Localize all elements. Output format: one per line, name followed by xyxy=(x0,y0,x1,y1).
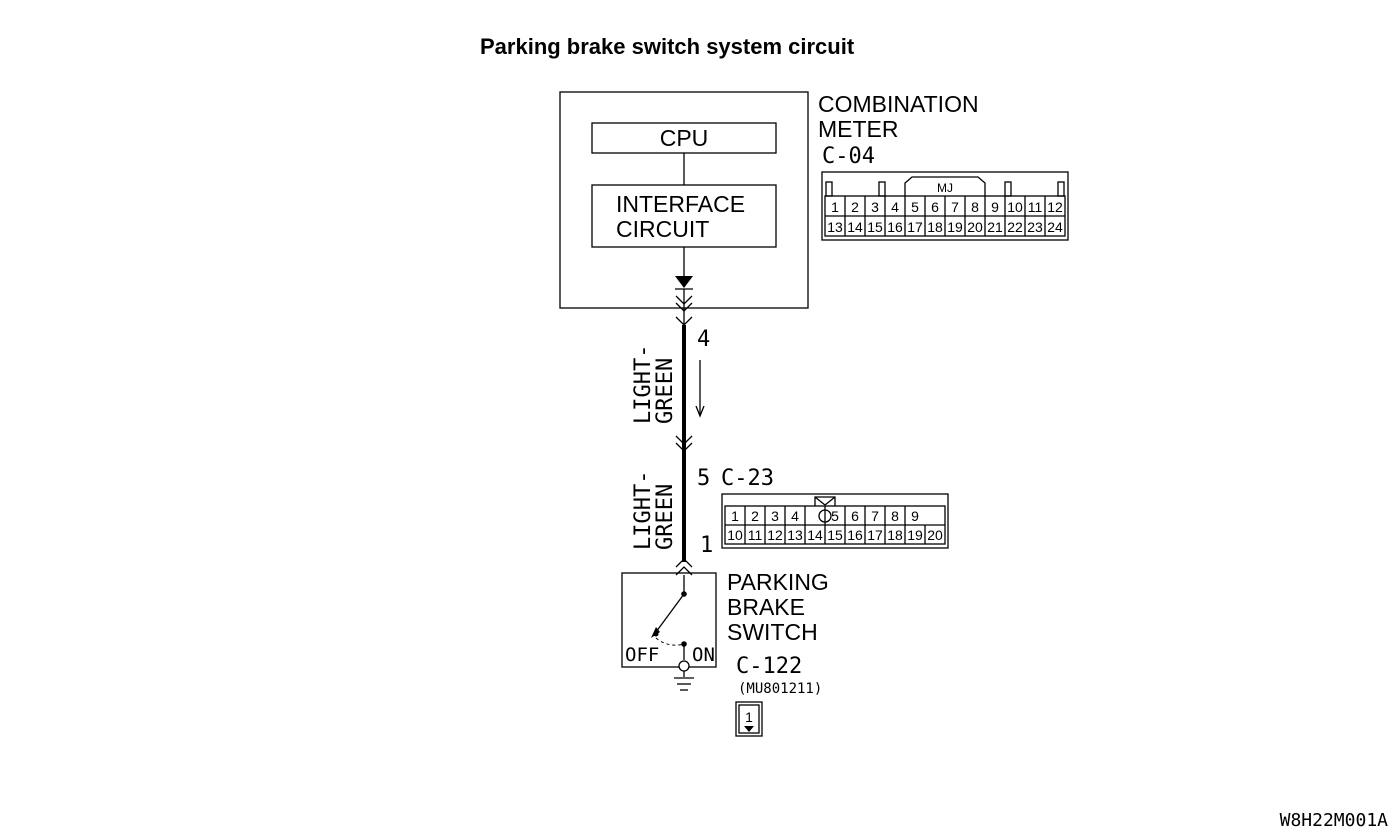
connector-pin-number: 5 xyxy=(911,199,919,215)
ground-terminal-icon xyxy=(678,660,690,672)
connector-pin-number: 9 xyxy=(991,199,999,215)
wire2-color-line1: LIGHT- xyxy=(631,471,656,550)
connector-c122-pin: 1 xyxy=(745,709,753,725)
switch-label-line1: PARKING xyxy=(727,569,829,595)
connector-pin-number: 18 xyxy=(887,527,903,543)
connector-pin-number: 10 xyxy=(1007,199,1023,215)
switch-off-dot xyxy=(653,631,659,637)
switch-off-label: OFF xyxy=(625,644,659,666)
connector-pin-number: 16 xyxy=(887,219,903,235)
connector-pin-number: 10 xyxy=(727,527,743,543)
wire2-pin-top: 5 xyxy=(697,466,710,491)
connector-pin-number: 12 xyxy=(1047,199,1063,215)
switch-lever xyxy=(655,593,685,633)
connector-pin-number: 2 xyxy=(751,508,759,524)
connector-pin-number: 14 xyxy=(807,527,823,543)
wire2-pin-bottom: 1 xyxy=(700,533,713,558)
connector-pin-number: 23 xyxy=(1027,219,1043,235)
connector-pin-number: 20 xyxy=(967,219,983,235)
connector-pin-number: 13 xyxy=(827,219,843,235)
connector-pin-number: 9 xyxy=(911,508,919,524)
diode-icon xyxy=(675,276,693,288)
combination-meter-label-line2: METER xyxy=(818,116,899,142)
connector-c122-label: C-122 xyxy=(736,654,802,679)
parking-brake-switch-box xyxy=(621,572,717,668)
wire1-color-line1: LIGHT- xyxy=(631,345,656,424)
connector-pin-number: 1 xyxy=(731,508,739,524)
connector-chevron-icon xyxy=(675,435,693,445)
connector-pin-number: 15 xyxy=(867,219,883,235)
connector-pin-number: 6 xyxy=(851,508,859,524)
diagram-title: Parking brake switch system circuit xyxy=(480,34,855,59)
wire1-pin-label: 4 xyxy=(697,327,710,352)
connector-c122-face: 1 xyxy=(735,701,763,737)
connector-pin-number: 4 xyxy=(791,508,799,524)
connector-pin-number: 12 xyxy=(767,527,783,543)
connector-chevron-icon xyxy=(675,558,693,568)
connector-pin-number: 19 xyxy=(947,219,963,235)
connector-pin-number: 13 xyxy=(787,527,803,543)
connector-pin-number: 11 xyxy=(748,527,763,543)
interface-label-line1: INTERFACE xyxy=(616,191,745,217)
connector-pin-number: 8 xyxy=(891,508,899,524)
connector-pin-number: 3 xyxy=(871,199,879,215)
connector-chevron-icon xyxy=(675,442,693,452)
cpu-label: CPU xyxy=(660,125,709,151)
connector-pin-number: 15 xyxy=(827,527,843,543)
connector-pin-number: 20 xyxy=(927,527,943,543)
wire2-color-line2: GREEN xyxy=(653,484,678,550)
figure-code: W8H22M001A xyxy=(1280,810,1389,831)
interface-label-line2: CIRCUIT xyxy=(616,216,709,242)
pin-lock-icon xyxy=(744,726,754,732)
connector-pin-number: 7 xyxy=(871,508,879,524)
connector-pin-number: 22 xyxy=(1007,219,1023,235)
connector-chevron-icon xyxy=(675,302,693,312)
connector-pin-number: 2 xyxy=(851,199,859,215)
connector-pin-number: 21 xyxy=(987,219,1003,235)
connector-pin-number: 16 xyxy=(847,527,863,543)
connector-pin-number: 14 xyxy=(847,219,863,235)
connector-pin-number: 4 xyxy=(891,199,899,215)
connector-pin-number: 17 xyxy=(867,527,883,543)
connector-chevron-icon xyxy=(675,566,693,576)
switch-label-line3: SWITCH xyxy=(727,619,818,645)
connector-pin-number: 17 xyxy=(907,219,923,235)
connector-pin-number: 24 xyxy=(1047,219,1063,235)
connector-chevron-icon xyxy=(675,295,693,305)
connector-pin-number: 8 xyxy=(971,199,979,215)
connector-c04-label: C-04 xyxy=(822,144,875,169)
connector-pin-number: 7 xyxy=(951,199,959,215)
connector-pin-number: 6 xyxy=(931,199,939,215)
connector-pin-number: 18 xyxy=(927,219,943,235)
connector-pin-number: 1 xyxy=(831,199,839,215)
connector-pin-number: 5 xyxy=(831,508,839,524)
connector-c04-tag: MJ xyxy=(937,181,953,195)
connector-pin-number: 11 xyxy=(1028,199,1043,215)
switch-label-line2: BRAKE xyxy=(727,594,805,620)
wire1-color-line2: GREEN xyxy=(653,358,678,424)
connector-c23-label: C-23 xyxy=(721,466,774,491)
connector-pin-number: 19 xyxy=(907,527,923,543)
switch-travel-path xyxy=(655,637,685,646)
switch-part-number: (MU801211) xyxy=(738,681,822,697)
combination-meter-label-line1: COMBINATION xyxy=(818,91,979,117)
arrow-down-icon xyxy=(695,405,705,418)
switch-on-label: ON xyxy=(692,644,715,666)
connector-pin-number: 3 xyxy=(771,508,779,524)
